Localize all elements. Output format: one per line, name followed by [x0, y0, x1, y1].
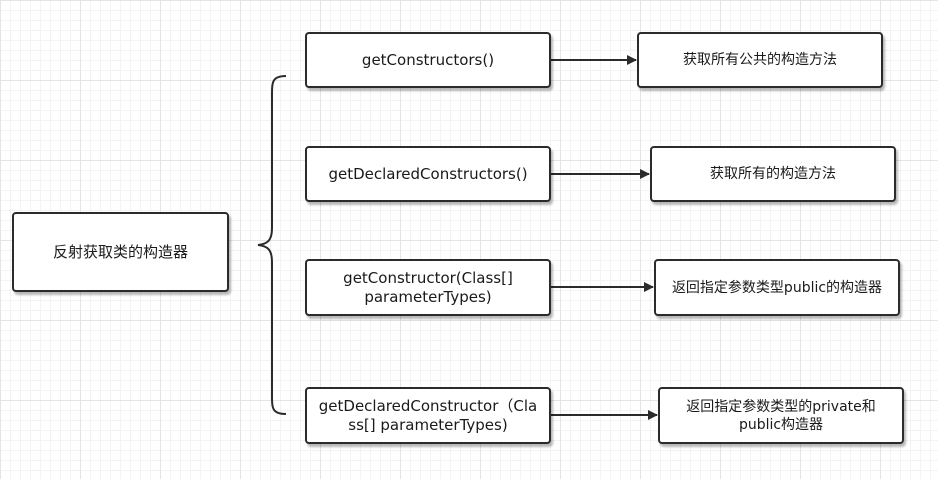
method-label: getConstructor(Class[] parameterTypes)	[343, 268, 513, 306]
root-node-label: 反射获取类的构造器	[52, 242, 188, 261]
curly-brace	[257, 75, 287, 415]
description-label: 返回指定参数类型的private和public构造器	[686, 398, 876, 433]
description-label: 返回指定参数类型public的构造器	[671, 279, 883, 296]
method-node-get-declared-constructors[interactable]: getDeclaredConstructors()	[305, 146, 551, 202]
description-node-4[interactable]: 返回指定参数类型的private和public构造器	[658, 387, 904, 444]
method-node-get-constructors[interactable]: getConstructors()	[305, 32, 551, 88]
method-node-get-declared-constructor[interactable]: getDeclaredConstructor（Class[] parameter…	[305, 387, 551, 444]
method-label: getDeclaredConstructors()	[328, 164, 528, 183]
description-node-1[interactable]: 获取所有公共的构造方法	[637, 32, 883, 88]
method-label: getDeclaredConstructor（Class[] parameter…	[318, 396, 538, 434]
description-node-3[interactable]: 返回指定参数类型public的构造器	[654, 259, 900, 316]
method-label: getConstructors()	[361, 50, 495, 69]
description-node-2[interactable]: 获取所有的构造方法	[650, 146, 896, 202]
root-node[interactable]: 反射获取类的构造器	[12, 212, 229, 292]
method-node-get-constructor[interactable]: getConstructor(Class[] parameterTypes)	[305, 259, 551, 316]
description-label: 获取所有公共的构造方法	[683, 52, 837, 68]
description-label: 获取所有的构造方法	[710, 166, 836, 182]
